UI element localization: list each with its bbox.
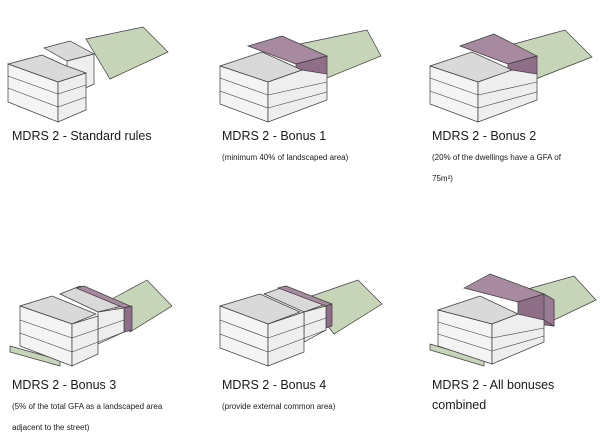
floor-line bbox=[267, 91, 328, 109]
massing-diagram-bonus-4 bbox=[218, 279, 383, 367]
site-area bbox=[85, 26, 169, 80]
panel-bonus-3: MDRS 2 - Bonus 3 (5% of the total GFA as… bbox=[0, 270, 200, 437]
panel-title: MDRS 2 - Standard rules bbox=[12, 129, 152, 143]
rear-block-side bbox=[97, 307, 125, 345]
bonus-strip-side bbox=[325, 303, 333, 329]
floor-line bbox=[71, 319, 125, 339]
panel-title: MDRS 2 - Bonus 2 bbox=[432, 129, 537, 143]
panel-title: MDRS 2 - All bonuses combined bbox=[432, 378, 555, 412]
floor-line bbox=[219, 90, 269, 109]
floor-line bbox=[429, 77, 479, 96]
panel-note: (provide external common area) bbox=[222, 402, 336, 411]
panel-note: (20% of the dwellings have a GFA of 75m²… bbox=[432, 153, 561, 183]
floor-line bbox=[437, 321, 493, 339]
floor-line bbox=[71, 331, 125, 353]
massing-diagram-bonus-3 bbox=[9, 279, 173, 367]
floor-line bbox=[267, 317, 327, 339]
floor-line bbox=[437, 333, 493, 352]
bonus-strip-side bbox=[123, 305, 133, 333]
massing-diagram-all-bonuses bbox=[429, 273, 597, 367]
panel-all-bonuses: MDRS 2 - All bonuses combined bbox=[420, 270, 600, 437]
building-side bbox=[477, 69, 538, 123]
floor-line bbox=[491, 327, 545, 339]
floor-line bbox=[477, 91, 538, 109]
floor-line bbox=[267, 329, 327, 353]
panel-title: MDRS 2 - Bonus 4 bbox=[222, 378, 327, 392]
floor-line bbox=[491, 335, 545, 352]
building-side bbox=[267, 69, 328, 123]
floor-line bbox=[7, 75, 59, 95]
massing-diagram-bonus-1 bbox=[218, 29, 382, 123]
floor-line bbox=[219, 77, 269, 96]
panel-title: MDRS 2 - Bonus 1 bbox=[222, 129, 327, 143]
panel-bonus-4: MDRS 2 - Bonus 4 (provide external commo… bbox=[210, 270, 410, 437]
floor-line bbox=[219, 319, 269, 339]
floor-line bbox=[19, 332, 73, 353]
front-block-side bbox=[57, 72, 87, 123]
floor-line bbox=[477, 81, 538, 96]
massing-diagram-bonus-2 bbox=[428, 29, 593, 123]
floor-line bbox=[57, 96, 87, 108]
bonus-strip-top bbox=[74, 285, 131, 309]
panel-title: MDRS 2 - Bonus 3 bbox=[12, 378, 117, 392]
panel-bonus-2: MDRS 2 - Bonus 2 (20% of the dwellings h… bbox=[420, 0, 600, 200]
building-side bbox=[491, 313, 545, 365]
floor-line bbox=[57, 84, 87, 95]
panel-note: (minimum 40% of landscaped area) bbox=[222, 153, 349, 162]
bonus-strip-side bbox=[543, 293, 555, 327]
floor-line bbox=[7, 87, 59, 108]
floor-line bbox=[19, 319, 73, 339]
front-block-side bbox=[71, 315, 99, 367]
panel-standard-rules: MDRS 2 - Standard rules bbox=[0, 0, 200, 200]
floor-line bbox=[219, 333, 269, 353]
panel-bonus-1: MDRS 2 - Bonus 1 (minimum 40% of landsca… bbox=[210, 0, 410, 200]
floor-line bbox=[267, 81, 328, 96]
massing-diagram-standard bbox=[6, 26, 169, 123]
panel-note: (5% of the total GFA as a landscaped are… bbox=[12, 402, 163, 432]
floor-line bbox=[429, 90, 479, 109]
rear-block-side bbox=[303, 305, 327, 343]
